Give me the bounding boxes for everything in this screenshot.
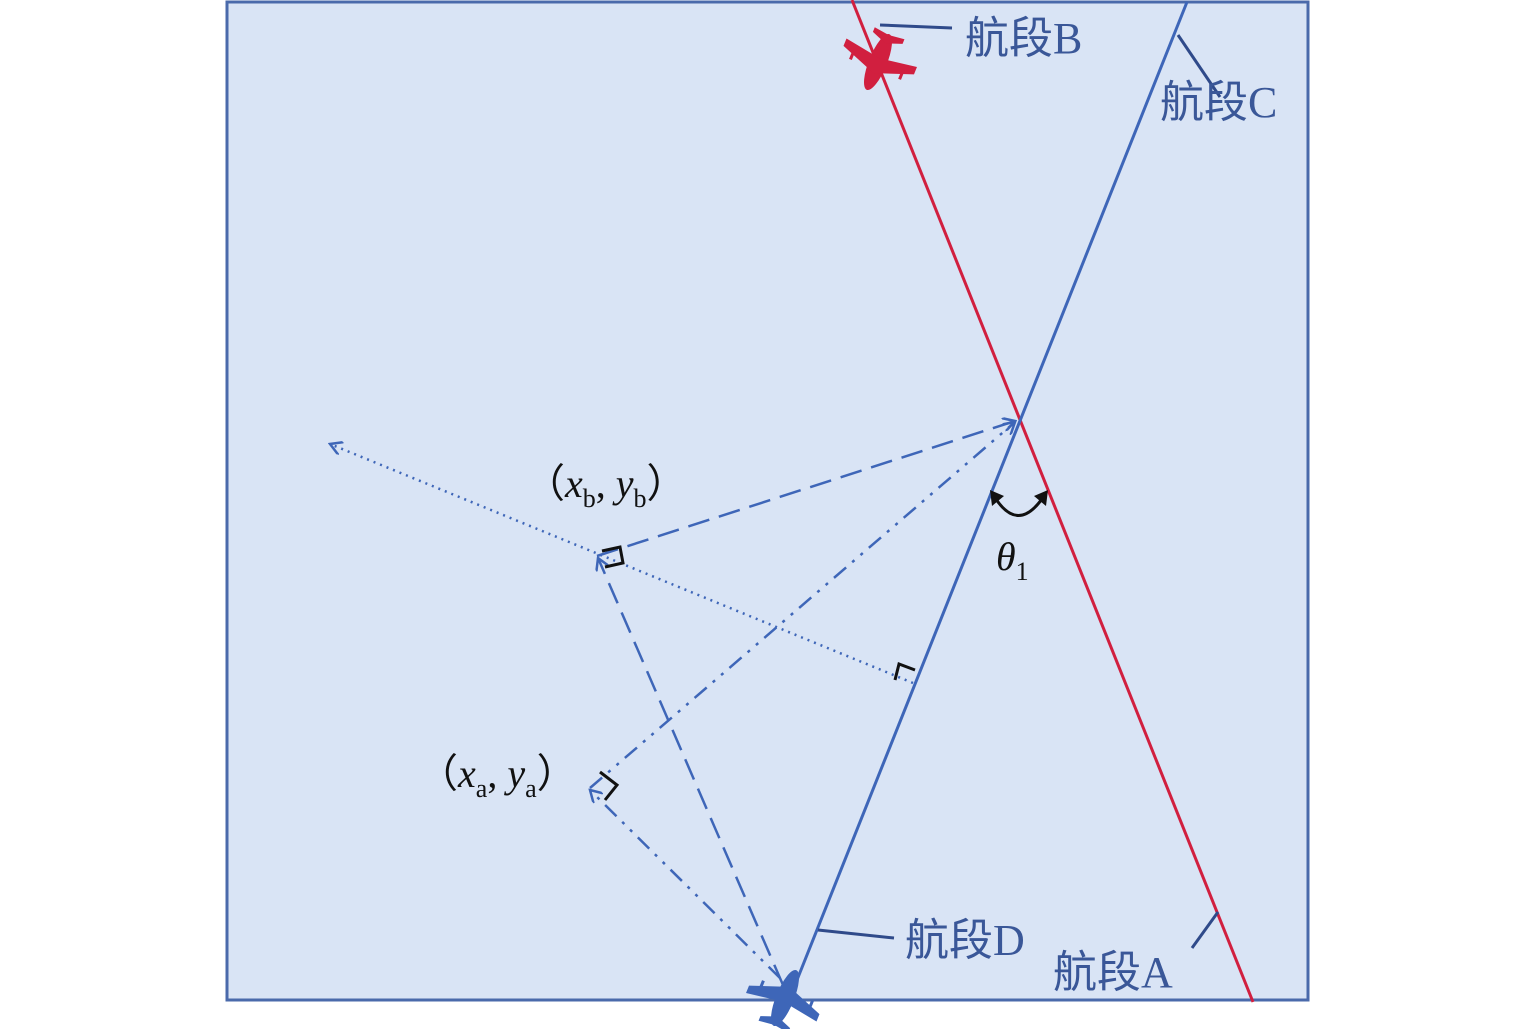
angle-arrowhead-left [990,490,1004,506]
right-angle-marker-a [599,770,620,801]
segment-d-label: 航段D [905,916,1025,965]
angle-arrowhead-right [1034,490,1048,506]
leader-c [1176,34,1222,98]
leader-a [1190,911,1220,949]
angle-theta-label: θ1 [996,534,1029,586]
right-angle-marker-route [893,662,916,681]
right-angle-marker-b [601,545,625,569]
point-a-label: （xa, ya） [418,751,577,803]
segment-b-label: 航段B [965,14,1082,63]
segment-c-label: 航段C [1160,78,1277,127]
point-b-label: （xb, yb） [525,461,687,513]
leader-d [817,928,895,940]
angle-theta-arc [992,495,1046,517]
segment-a-label: 航段A [1053,948,1173,997]
red-aircraft-icon [843,27,917,91]
dashed-b-to-intersection [596,421,1015,558]
dashed-plane-to-b [598,558,785,986]
leader-b [879,23,953,30]
route-red-a-b [850,0,1255,1003]
dashdot-a-to-intersection [589,422,1015,789]
